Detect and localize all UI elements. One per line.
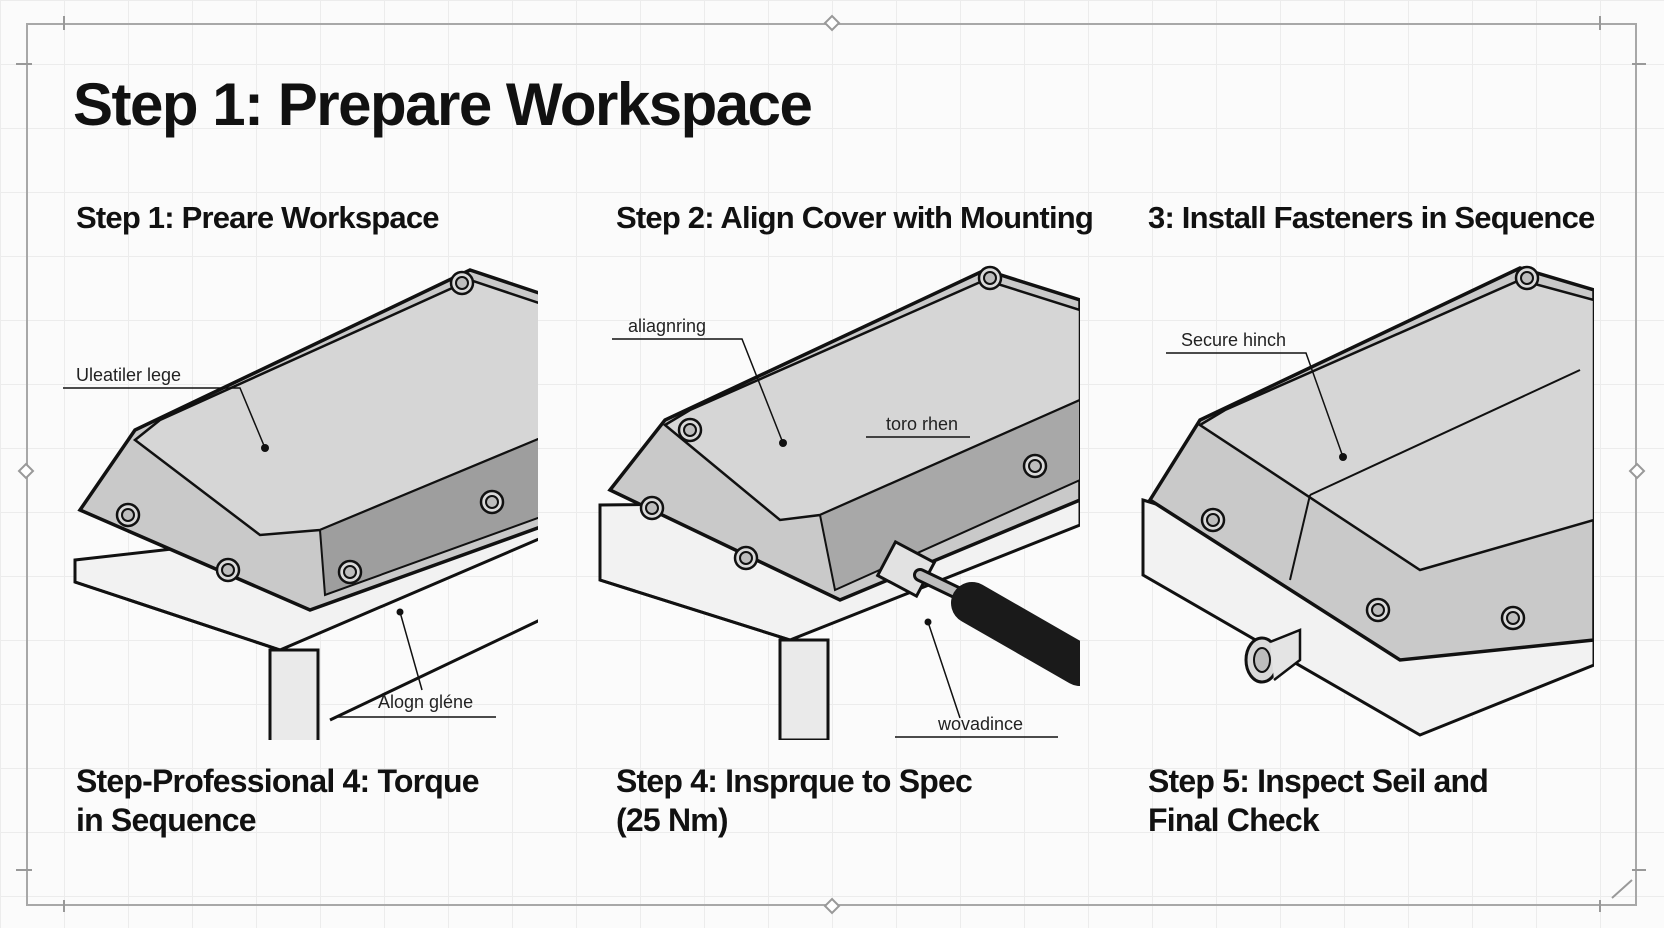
enclosure-cover [77, 268, 538, 612]
panel-2-title: Step 2: Align Cover with Mounting [616, 200, 1094, 235]
panel-3-callouts [1166, 352, 1344, 458]
panel-1-callouts [63, 387, 496, 718]
panel-2-label-3: wovadince [937, 714, 1023, 734]
marker-top [823, 14, 841, 32]
panel-1-label-2: Alogn gléne [378, 692, 473, 712]
panel-1-title: Step 1: Preare Workspace [76, 200, 440, 235]
enclosure-cover [607, 268, 1080, 602]
page-title: Step 1: Prepare Workspace [73, 71, 813, 138]
panel-3-caption: Step 5: Inspect Seil and Final Check [1148, 763, 1489, 838]
panel-3-title: 3: Install Fasteners in Sequence [1148, 200, 1595, 235]
panel-2-callouts [612, 338, 1058, 738]
panel-3-label-1: Secure hinch [1181, 330, 1286, 350]
enclosure-cover [1147, 266, 1594, 662]
panel-2-label-1: aliagnring [628, 316, 706, 336]
panel-3-illustration [1141, 265, 1594, 737]
panel-1-caption: Step-Professional 4: Torque in Sequence [76, 763, 480, 838]
marker-left [17, 462, 35, 480]
marker-right [1628, 462, 1646, 480]
bolt-icon [1244, 628, 1302, 684]
screwdriver-icon [875, 539, 1080, 686]
panel-2-caption: Step 4: Insprque to Spec (25 Nm) [616, 763, 973, 838]
panel-1-label-1: Uleatiler lege [76, 365, 181, 385]
panel-1-illustration [73, 268, 538, 740]
panel-2-illustration [598, 265, 1080, 740]
panel-2-label-2: toro rhen [886, 414, 958, 434]
marker-bottom [823, 897, 841, 915]
